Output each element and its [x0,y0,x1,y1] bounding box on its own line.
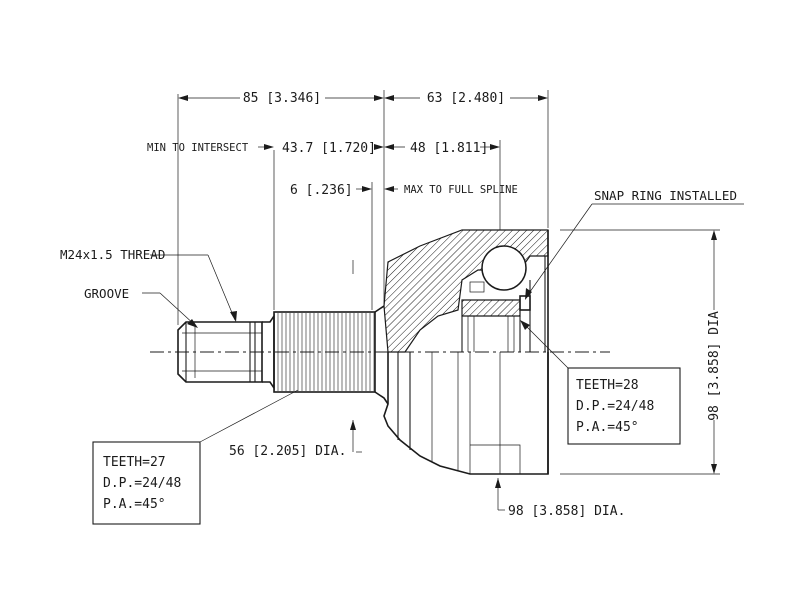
dimension-min-to-intersect [258,144,384,150]
spec-box-inner-race: TEETH=28 D.P.=24/48 P.A.=45° [520,320,681,445]
spec-race-pa: P.A.=45° [576,420,639,435]
witness-lines [177,90,720,510]
arrow-housing-diameter [495,478,501,488]
dimension-housing-vertical [711,230,717,474]
label-min-to-intersect: MIN TO INTERSECT [147,142,249,154]
spec-box-shaft: TEETH=27 D.P.=24/48 P.A.=45° [92,389,299,525]
label-max-full-spline: MAX TO FULL SPLINE [404,184,518,196]
dimension-overall-right [384,95,548,101]
callout-snap-ring: SNAP RING INSTALLED [594,188,737,203]
leader-snap-ring [525,203,744,300]
dim-housing-diameter: 98 [3.858] DIA. [508,504,625,519]
spline-teeth [277,313,375,391]
callout-groove: GROOVE [84,286,129,301]
stub-shaft [177,299,389,405]
spec-race-dp: D.P.=24/48 [576,399,654,414]
spec-race-teeth: TEETH=28 [576,378,639,393]
spec-shaft-dp: D.P.=24/48 [103,476,181,491]
spec-shaft-teeth: TEETH=27 [103,455,166,470]
dim-min-to-intersect: 43.7 [1.720] [282,141,376,156]
spec-shaft-pa: P.A.=45° [103,497,166,512]
arrow-shaft-diameter [350,420,356,430]
dim-overall-right: 63 [2.480] [427,91,505,106]
dim-housing-vertical: 98 [3.858] DIA [707,311,722,421]
dim-shaft-diameter: 56 [2.205] DIA. [229,444,346,459]
dim-max-full-spline: 6 [.236] [290,183,353,198]
dim-spline-length: 48 [1.811] [410,141,488,156]
ball-bearing [481,245,527,291]
dimension-overall-left [178,95,384,101]
dimension-max-full-spline [356,186,398,192]
leader-groove [142,292,198,328]
dim-overall-left: 85 [3.346] [243,91,321,106]
callout-thread: M24x1.5 THREAD [60,247,165,262]
snap-ring [519,295,531,311]
leader-thread [150,254,237,322]
dimension-spline-length [384,144,500,150]
